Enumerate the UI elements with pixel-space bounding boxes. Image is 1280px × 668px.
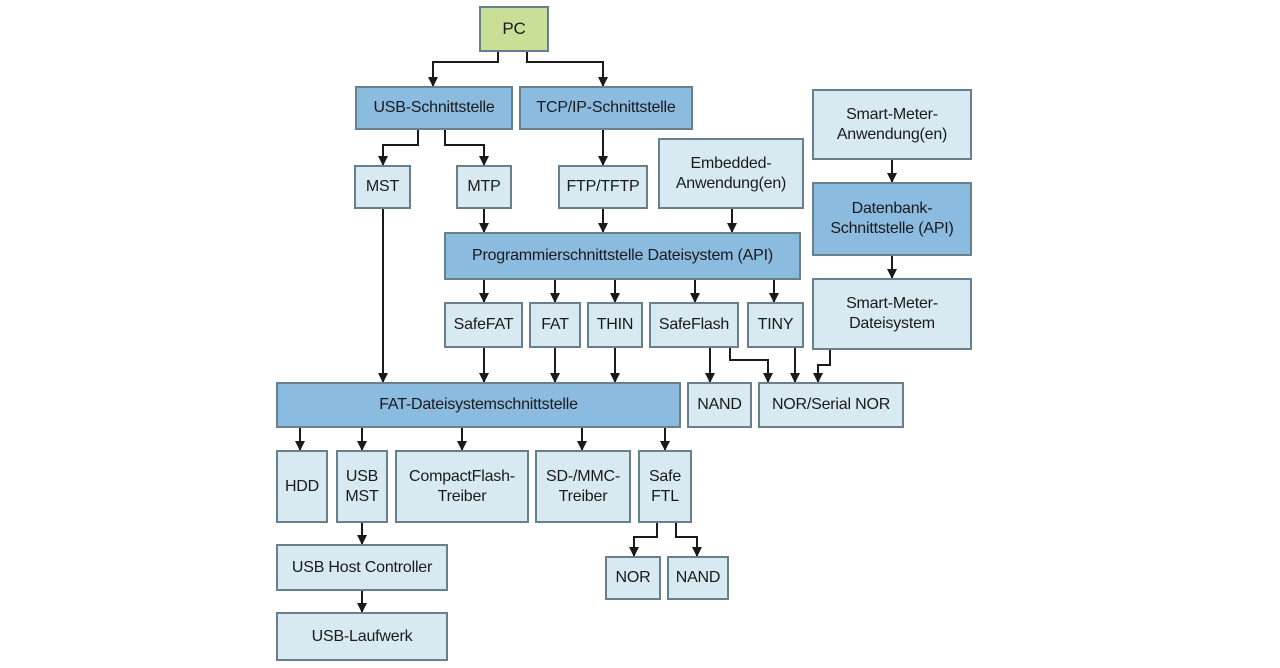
edge-safeftl-nor xyxy=(629,523,658,557)
hdd-node: HDD xyxy=(276,450,328,523)
edge-safeftl-nand xyxy=(675,523,702,557)
tcpip-interface-node: TCP/IP-Schnittstelle xyxy=(519,86,693,130)
file-system-api-node: Programmierschnittstelle Dateisystem (AP… xyxy=(444,232,801,280)
edge-usb-mst xyxy=(378,130,419,166)
edge-usb-mtp xyxy=(444,130,489,166)
ftp-tftp-node: FTP/TFTP xyxy=(558,165,648,209)
edge-pc-tcpip xyxy=(526,52,608,87)
safe-ftl-node: Safe FTL xyxy=(638,450,692,523)
edge-smartfs-nor xyxy=(813,350,831,383)
pc-node: PC xyxy=(479,6,549,52)
safeflash-node: SafeFlash xyxy=(649,302,739,348)
mtp-node: MTP xyxy=(456,165,512,209)
database-interface-node: Datenbank- Schnittstelle (API) xyxy=(812,182,972,256)
thin-node: THIN xyxy=(587,302,643,348)
embedded-app-node: Embedded- Anwendung(en) xyxy=(658,138,804,209)
edge-safeflash-nor xyxy=(729,348,773,383)
usb-mst-node: USB MST xyxy=(336,450,388,523)
sd-mmc-driver-node: SD-/MMC- Treiber xyxy=(535,450,631,523)
safefat-node: SafeFAT xyxy=(444,302,523,348)
edge-pc-usb xyxy=(428,52,499,87)
smart-meter-app-node: Smart-Meter- Anwendung(en) xyxy=(812,89,972,160)
usb-interface-node: USB-Schnittstelle xyxy=(355,86,513,130)
tiny-node: TINY xyxy=(747,302,804,348)
nor-serial-nor-node: NOR/Serial NOR xyxy=(758,382,904,428)
fat-fs-interface-node: FAT-Dateisystemschnittstelle xyxy=(276,382,681,428)
usb-drive-node: USB-Laufwerk xyxy=(276,612,448,661)
compactflash-driver-node: CompactFlash- Treiber xyxy=(395,450,529,523)
smart-meter-fs-node: Smart-Meter- Dateisystem xyxy=(812,278,972,350)
mst-node: MST xyxy=(354,165,411,209)
fat-node: FAT xyxy=(529,302,581,348)
nand-bottom-node: NAND xyxy=(667,556,729,600)
nand-top-node: NAND xyxy=(687,382,752,428)
usb-host-controller-node: USB Host Controller xyxy=(276,544,448,591)
nor-bottom-node: NOR xyxy=(605,556,661,600)
